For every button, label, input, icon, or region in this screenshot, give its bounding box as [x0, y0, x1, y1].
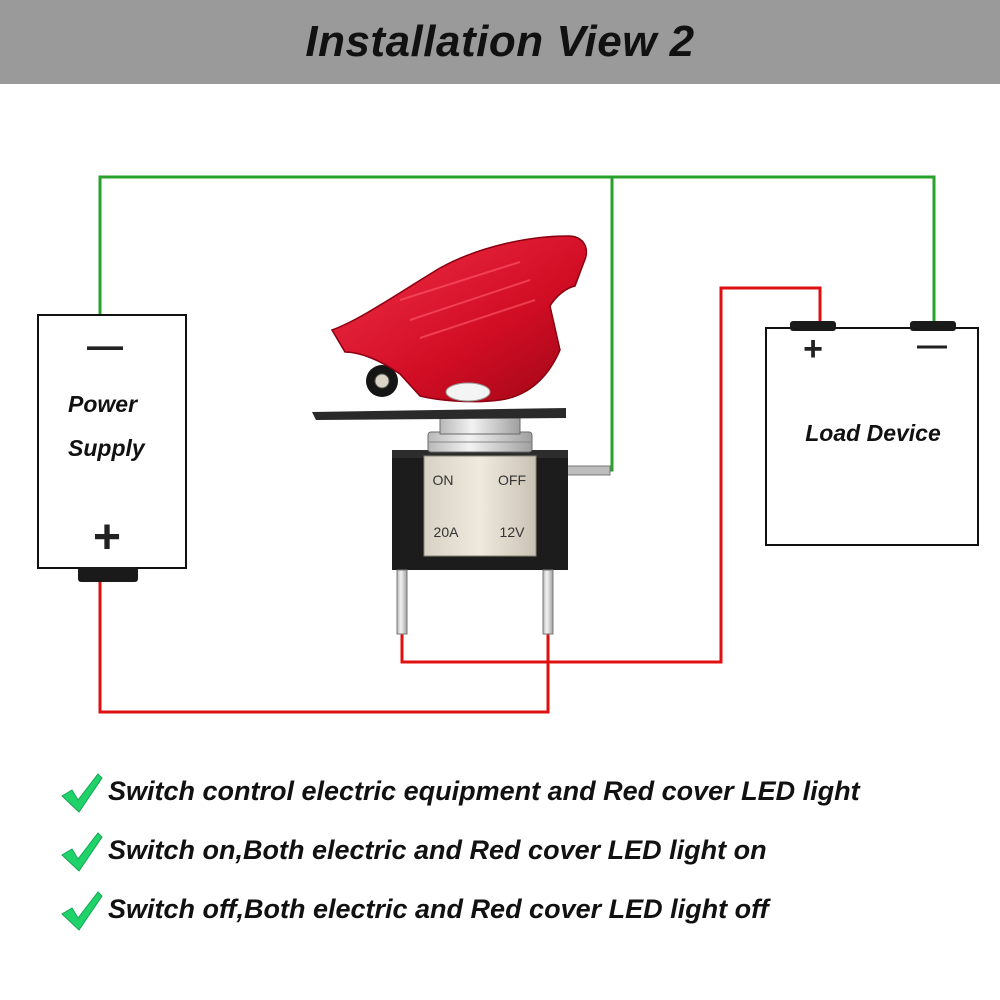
power-supply-label-line2: Supply	[68, 435, 146, 461]
load-device-negative-symbol: —	[917, 329, 947, 362]
power-supply-negative-symbol: —	[87, 325, 123, 366]
switch-lever	[445, 382, 491, 402]
check-icon	[61, 772, 103, 813]
switch-face-plate	[423, 455, 537, 557]
feature-text: Switch off,Both electric and Red cover L…	[108, 894, 769, 924]
page-title: Installation View 2	[305, 17, 695, 66]
switch-pin-right	[542, 569, 554, 635]
power-supply: — Power Supply +	[37, 314, 187, 582]
switch-pin-left	[396, 569, 408, 635]
toggle-switch: ON OFF 20A 12V	[312, 235, 611, 635]
list-item: Switch control electric equipment and Re…	[58, 762, 978, 821]
check-icon	[61, 831, 103, 872]
red-led-cover	[330, 235, 588, 403]
load-device: + — Load Device	[765, 321, 979, 546]
feature-text: Switch control electric equipment and Re…	[108, 776, 860, 806]
power-supply-positive-terminal	[78, 567, 138, 582]
list-item: Switch off,Both electric and Red cover L…	[58, 880, 978, 939]
switch-marking-voltage: 12V	[500, 524, 526, 540]
switch-marking-current: 20A	[434, 524, 460, 540]
feature-text: Switch on,Both electric and Red cover LE…	[108, 835, 767, 865]
check-icon	[61, 890, 103, 931]
feature-list: Switch control electric equipment and Re…	[58, 762, 978, 939]
power-supply-positive-symbol: +	[93, 511, 121, 564]
power-supply-label-line1: Power	[68, 391, 138, 417]
positive-wire	[98, 286, 822, 714]
list-item: Switch on,Both electric and Red cover LE…	[58, 821, 978, 880]
load-device-negative-terminal	[910, 321, 956, 331]
load-device-positive-terminal	[790, 321, 836, 331]
header-bar: Installation View 2	[0, 0, 1000, 84]
cover-mounting-plate	[312, 408, 566, 420]
switch-marking-off: OFF	[498, 472, 526, 488]
load-device-positive-symbol: +	[803, 330, 823, 368]
switch-marking-on: ON	[433, 472, 454, 488]
load-device-label: Load Device	[805, 420, 941, 446]
